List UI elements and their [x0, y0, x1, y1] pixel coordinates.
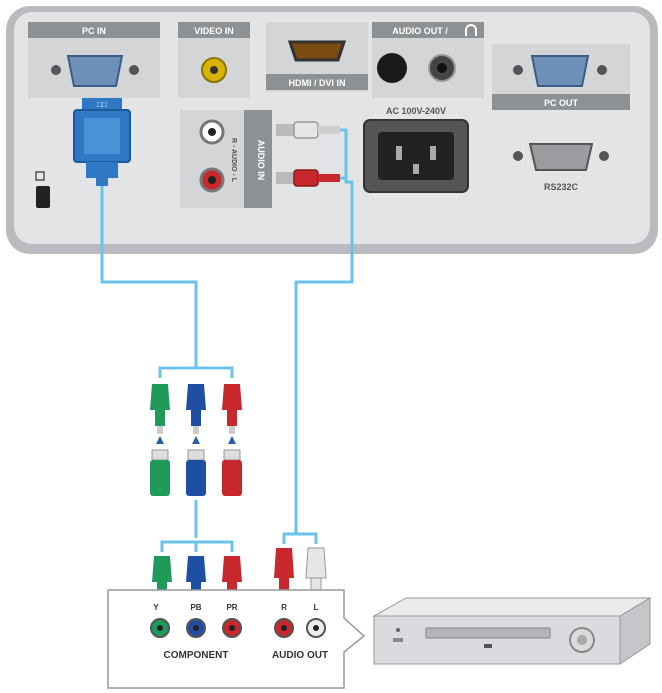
jack-pb-label: PB	[190, 603, 201, 612]
audio-out-label: AUDIO OUT /	[392, 26, 448, 36]
source-device-callout: Y PB PR R L COMPONENT AUDIO OUT	[107, 589, 366, 689]
component-plugs-lower	[152, 556, 242, 600]
pc-in-label: PC IN	[82, 26, 106, 36]
video-in-label: VIDEO IN	[194, 26, 234, 36]
cables	[100, 128, 354, 552]
projector-rear-panel: PC IN VIDEO IN HDMI / DVI IN A	[6, 6, 658, 254]
jack-y-label: Y	[153, 603, 159, 612]
pc-in-dsub-port	[51, 55, 139, 87]
audio-out-jack-black	[377, 53, 407, 83]
ac-label: AC 100V-240V	[386, 106, 446, 116]
rs232c-label: RS232C	[544, 182, 579, 192]
jack-r-label: R	[281, 603, 287, 612]
vga-plug: □□	[73, 98, 131, 186]
plug-direction-arrows	[156, 436, 236, 444]
audio-in-channel-label: R - AUDIO - L	[230, 138, 237, 183]
pc-out-port-group: PC OUT	[492, 44, 630, 110]
hdmi-port	[287, 40, 347, 62]
rs232c-port	[528, 143, 594, 171]
control-dial-icon	[569, 627, 595, 653]
power-led-icon	[396, 628, 400, 632]
audio-cable	[294, 128, 354, 544]
audio-in-port-group: AUDIO IN R - AUDIO - L	[180, 110, 272, 208]
video-in-port-group: VIDEO IN	[178, 22, 250, 98]
audio-in-label: AUDIO IN	[256, 140, 266, 181]
hdmi-port-group: HDMI / DVI IN	[266, 22, 368, 92]
pc-out-label: PC OUT	[544, 98, 579, 108]
headphone-icon	[465, 24, 477, 36]
audio-out-port-group: AUDIO OUT /	[372, 22, 484, 98]
component-plugs-upper	[150, 384, 242, 434]
rs232c-port-group: RS232C	[513, 143, 609, 192]
component-plugs-middle	[150, 449, 242, 496]
ac-power-group: AC 100V-240V	[363, 106, 469, 193]
audio-in-rca-plugs	[276, 121, 340, 187]
component-label: COMPONENT	[164, 650, 229, 661]
jack-pr-label: PR	[226, 603, 237, 612]
pc-out-dsub-port	[530, 55, 590, 87]
hdmi-label: HDMI / DVI IN	[288, 78, 345, 88]
kensington-lock	[35, 171, 50, 208]
disc-tray	[425, 627, 551, 639]
source-audio-out-label: AUDIO OUT	[272, 650, 328, 661]
vga-cable	[100, 186, 198, 368]
pc-in-port-group: PC IN	[28, 22, 160, 98]
vga-plug-tag: □□	[97, 100, 107, 109]
jack-l-label: L	[314, 603, 319, 612]
splitter-top	[158, 366, 234, 378]
dvd-player	[372, 597, 652, 665]
